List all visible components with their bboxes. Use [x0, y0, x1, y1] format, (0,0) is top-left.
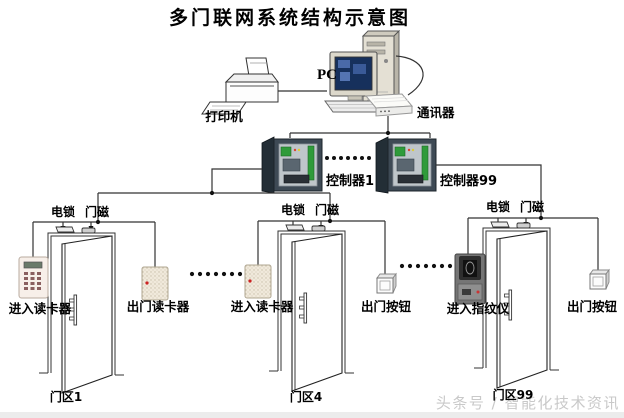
bottom-faint-band [0, 412, 624, 418]
controller99-label: 控制器99 [440, 173, 497, 189]
door4-entry-label: 进入读卡器 [231, 299, 294, 314]
door99-zone-label: 门区99 [493, 387, 534, 402]
door1-entry-reader-icon [18, 256, 49, 299]
door99-fingerprint-reader-icon [454, 253, 486, 305]
controller99-icon [375, 136, 437, 194]
door1-sensor-label: 门磁 [85, 204, 109, 219]
door99-lock-label: 电锁 [486, 199, 510, 214]
door99-exit-label: 出门按钮 [567, 299, 618, 314]
door1-lock-label: 电锁 [51, 204, 75, 219]
communicator-icon [364, 93, 414, 117]
pc-label: PC [317, 67, 337, 83]
door4-entry-reader-icon [244, 264, 272, 299]
controller1-icon [261, 136, 323, 194]
door-zone-1: 电锁 门磁 进入读卡器 出门读卡器 门区1 [9, 204, 190, 404]
printer-icon [201, 57, 279, 115]
door1-zone-label: 门区1 [50, 389, 82, 404]
door4-exit-button-icon [376, 273, 397, 294]
door1-exit-label: 出门读卡器 [127, 299, 190, 314]
wire-door1-bus [32, 219, 156, 267]
door-zone-4: 电锁 门磁 进入读卡器 出门按钮 门区4 [231, 202, 412, 404]
printer-label: 打印机 [205, 109, 243, 124]
diagram-title: 多门联网系统结构示意图 [169, 6, 411, 29]
door-zone-99: 电锁 门磁 进入指纹仪 出门按钮 [447, 199, 618, 389]
door99-sensor-label: 门磁 [520, 199, 544, 214]
door1-entry-label: 进入读卡器 [9, 301, 72, 316]
ellipsis-doors-4-99-icon [399, 263, 453, 269]
door4-exit-label: 出门按钮 [361, 299, 412, 314]
wire-controller1-doors [97, 168, 331, 222]
controller1-label: 控制器1 [326, 173, 374, 189]
door99-exit-button-icon [589, 269, 610, 290]
door4-lock-label: 电锁 [281, 202, 305, 217]
wire-pc-communicator [395, 55, 424, 96]
door4-zone-label: 门区4 [290, 389, 322, 404]
ellipsis-controllers-icon [325, 156, 371, 160]
ellipsis-doors-1-4-icon [189, 271, 243, 277]
wire-communicator-controllers [289, 116, 431, 138]
watermark-text: 头条号 / 智能化技术资讯 [436, 394, 620, 412]
door4-sensor-label: 门磁 [315, 202, 339, 217]
wire-controller99-door [436, 164, 542, 218]
door1-exit-reader-icon [141, 266, 169, 301]
door99-entry-label: 进入指纹仪 [447, 301, 510, 316]
communicator-label: 通讯器 [417, 105, 455, 120]
